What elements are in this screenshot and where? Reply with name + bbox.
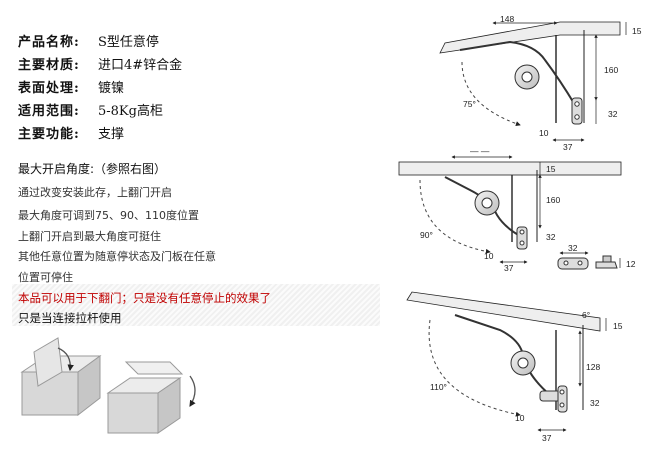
tilt-label: 6° bbox=[582, 310, 590, 320]
desc-line: 上翻门开启到最大角度可挺住 bbox=[18, 230, 161, 243]
spec-row-name: 产品名称: S型任意停 bbox=[18, 35, 159, 50]
angle-title: 最大开启角度:（参照右图） bbox=[18, 162, 167, 176]
hinge-diagram-75: 148 15 160 32 10 37 75° bbox=[439, 14, 642, 152]
cabinet-closed-illustration bbox=[20, 337, 102, 417]
spec-value: S型任意停 bbox=[98, 35, 159, 50]
dim-offset-label: 10 bbox=[515, 413, 525, 423]
angle-label: 75° bbox=[463, 99, 476, 109]
angle-label: 90° bbox=[420, 230, 433, 240]
dim-offset-label: 10 bbox=[539, 128, 549, 138]
spec-key: 表面处理: bbox=[18, 81, 80, 96]
spec-value: 支撑 bbox=[98, 127, 125, 142]
spec-key: 主要功能: bbox=[18, 127, 80, 142]
dim-bottom-label: 32 bbox=[590, 398, 600, 408]
dim-bottom-label: 32 bbox=[546, 232, 556, 242]
dim-base-label: 37 bbox=[542, 433, 552, 443]
dim-top-label: 15 bbox=[632, 26, 642, 36]
spec-value: 进口4#锌合金 bbox=[98, 58, 183, 73]
spec-key: 主要材质: bbox=[18, 58, 80, 73]
spec-key: 适用范围: bbox=[18, 104, 80, 119]
part-width-label: 32 bbox=[568, 243, 578, 253]
part-height-label: 12 bbox=[626, 259, 636, 269]
dim-width-label: 148 bbox=[500, 14, 514, 24]
dim-width-label: — — bbox=[470, 146, 490, 156]
dim-height-label: 160 bbox=[546, 195, 560, 205]
desc-line: 最大角度可调到75、90、110度位置 bbox=[18, 209, 199, 222]
note-black: 只是当连接拉杆使用 bbox=[18, 311, 122, 325]
spec-row-range: 适用范围: 5-8Kg高柜 bbox=[18, 104, 163, 119]
dim-base-label: 37 bbox=[563, 142, 573, 152]
desc-line: 其他任意位置为随意停状态及门板在任意 bbox=[18, 250, 216, 263]
dim-offset-label: 10 bbox=[484, 251, 494, 261]
spec-row-finish: 表面处理: 镀镍 bbox=[18, 81, 124, 96]
dim-height-label: 160 bbox=[604, 65, 618, 75]
dim-top-label: 15 bbox=[613, 321, 623, 331]
cabinet-open-illustration bbox=[106, 361, 196, 434]
desc-line: 位置可停住 bbox=[18, 271, 73, 284]
spec-value: 5-8Kg高柜 bbox=[98, 104, 163, 119]
spec-row-material: 主要材质: 进口4#锌合金 bbox=[18, 58, 182, 73]
spec-row-function: 主要功能: 支撑 bbox=[18, 127, 124, 142]
note-background bbox=[12, 284, 380, 326]
note-red: 本品可以用于下翻门；只是没有任意停止的效果了 bbox=[18, 291, 271, 305]
spec-value: 镀镍 bbox=[98, 81, 125, 96]
mounting-plate-part: 32 12 bbox=[557, 243, 636, 270]
angle-label: 110° bbox=[430, 382, 447, 392]
hinge-diagram-110: 6° 15 128 32 10 37 110° bbox=[406, 291, 623, 443]
desc-line: 通过改变安装此存，上翻门开启 bbox=[18, 186, 172, 199]
spec-key: 产品名称: bbox=[18, 35, 80, 50]
dim-base-label: 37 bbox=[504, 263, 514, 273]
hinge-diagram-90: — — 15 160 32 10 37 90° bbox=[398, 146, 622, 273]
dim-top-label: 15 bbox=[546, 164, 556, 174]
dim-height-label: 128 bbox=[586, 362, 600, 372]
dim-bottom-label: 32 bbox=[608, 109, 618, 119]
